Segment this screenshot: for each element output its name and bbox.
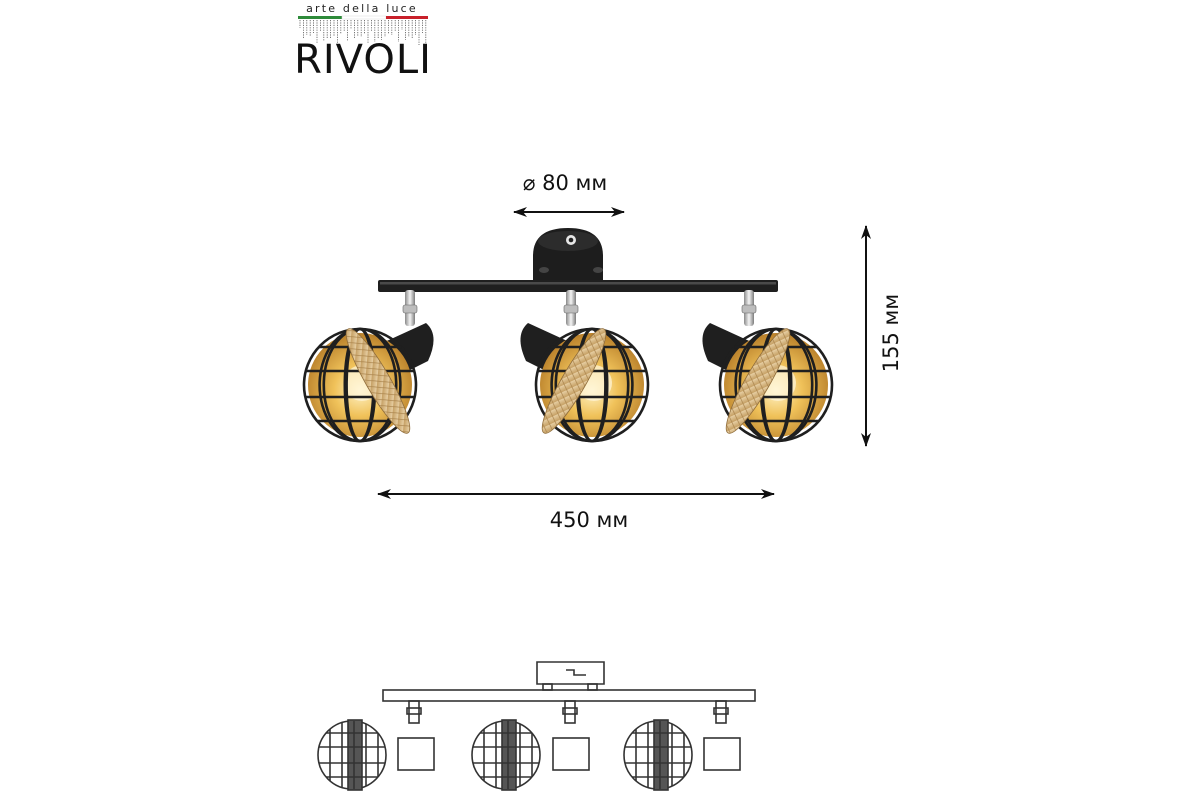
rope-band [345,328,411,434]
outline-arm [564,700,576,724]
logo-flag-green [298,16,342,19]
spot-lamp-1 [302,290,434,443]
swivel-joint [741,304,757,314]
outline-side-drawing [317,661,756,791]
outline-joint [406,707,422,715]
outline-joint [562,707,578,715]
outline-lamp-2 [471,700,590,791]
logo-wordmark: RIVOLI [294,37,432,83]
outline-socket [552,737,590,771]
outline-canopy [536,661,605,685]
outline-screw-right [587,683,598,691]
outline-band [653,719,669,791]
height-label: 155 мм [879,294,903,372]
dimension-annotations: ⌀ 80 мм 155 мм 450 мм [377,171,903,532]
outline-arm [408,700,420,724]
outline-bar [382,689,756,702]
diameter-label: ⌀ 80 мм [523,171,607,195]
spot-lamps [302,290,834,443]
logo-flag-red [386,16,428,19]
rivoli-logo: arte della luce RIVOLI [294,2,432,83]
mounting-bar [378,280,778,292]
outline-socket [397,737,435,771]
outline-lamp-3 [623,700,741,791]
outline-joint [713,707,729,715]
width-label: 450 мм [550,508,628,532]
spotlight-fixture [302,228,834,443]
outline-canopy-slot [566,669,586,676]
spot-lamp-2 [520,290,650,443]
swivel-joint [402,304,418,314]
logo-stripes [299,20,427,46]
logo-tagline: arte della luce [306,2,418,15]
outline-lamp-1 [317,700,435,791]
logo-flag-white [341,15,387,20]
outline-band [501,719,517,791]
outline-socket [703,737,741,771]
spot-lamp-3 [702,290,834,443]
outline-band [347,719,363,791]
swivel-joint [563,304,579,314]
outline-lamps [317,700,741,791]
rope-band [725,328,791,434]
rope-band [541,328,607,434]
ceiling-canopy [533,228,603,289]
outline-arm [715,700,727,724]
outline-screw-left [542,683,553,691]
